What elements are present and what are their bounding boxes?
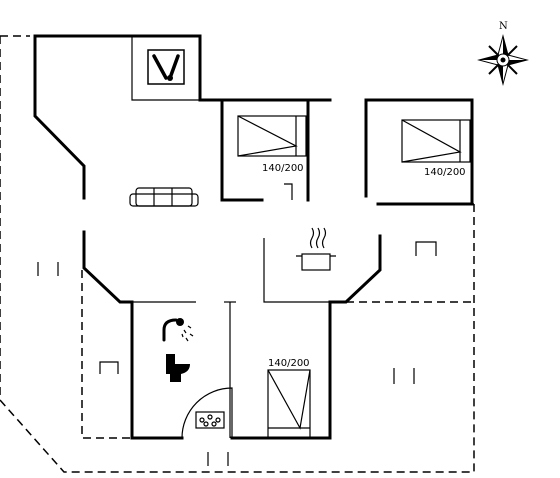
compass-rose bbox=[477, 34, 529, 86]
shower-icon bbox=[162, 318, 194, 342]
bed-1-size-label: 140/200 bbox=[262, 163, 304, 174]
window-marks bbox=[37, 241, 437, 466]
bed-3 bbox=[267, 369, 311, 439]
tools-icon bbox=[147, 49, 185, 85]
bed-3-size-label: 140/200 bbox=[268, 358, 310, 369]
north-label: N bbox=[499, 21, 508, 32]
house-walls bbox=[33, 34, 474, 440]
bed-2-size-label: 140/200 bbox=[424, 167, 466, 178]
bed-2 bbox=[401, 119, 471, 163]
toilet-icon bbox=[166, 354, 190, 382]
bed-1 bbox=[237, 115, 307, 157]
door-swing bbox=[181, 387, 233, 439]
sofa-icon bbox=[129, 187, 199, 207]
cooking-pot-icon bbox=[296, 227, 336, 271]
whirlpool-icon bbox=[195, 411, 225, 429]
